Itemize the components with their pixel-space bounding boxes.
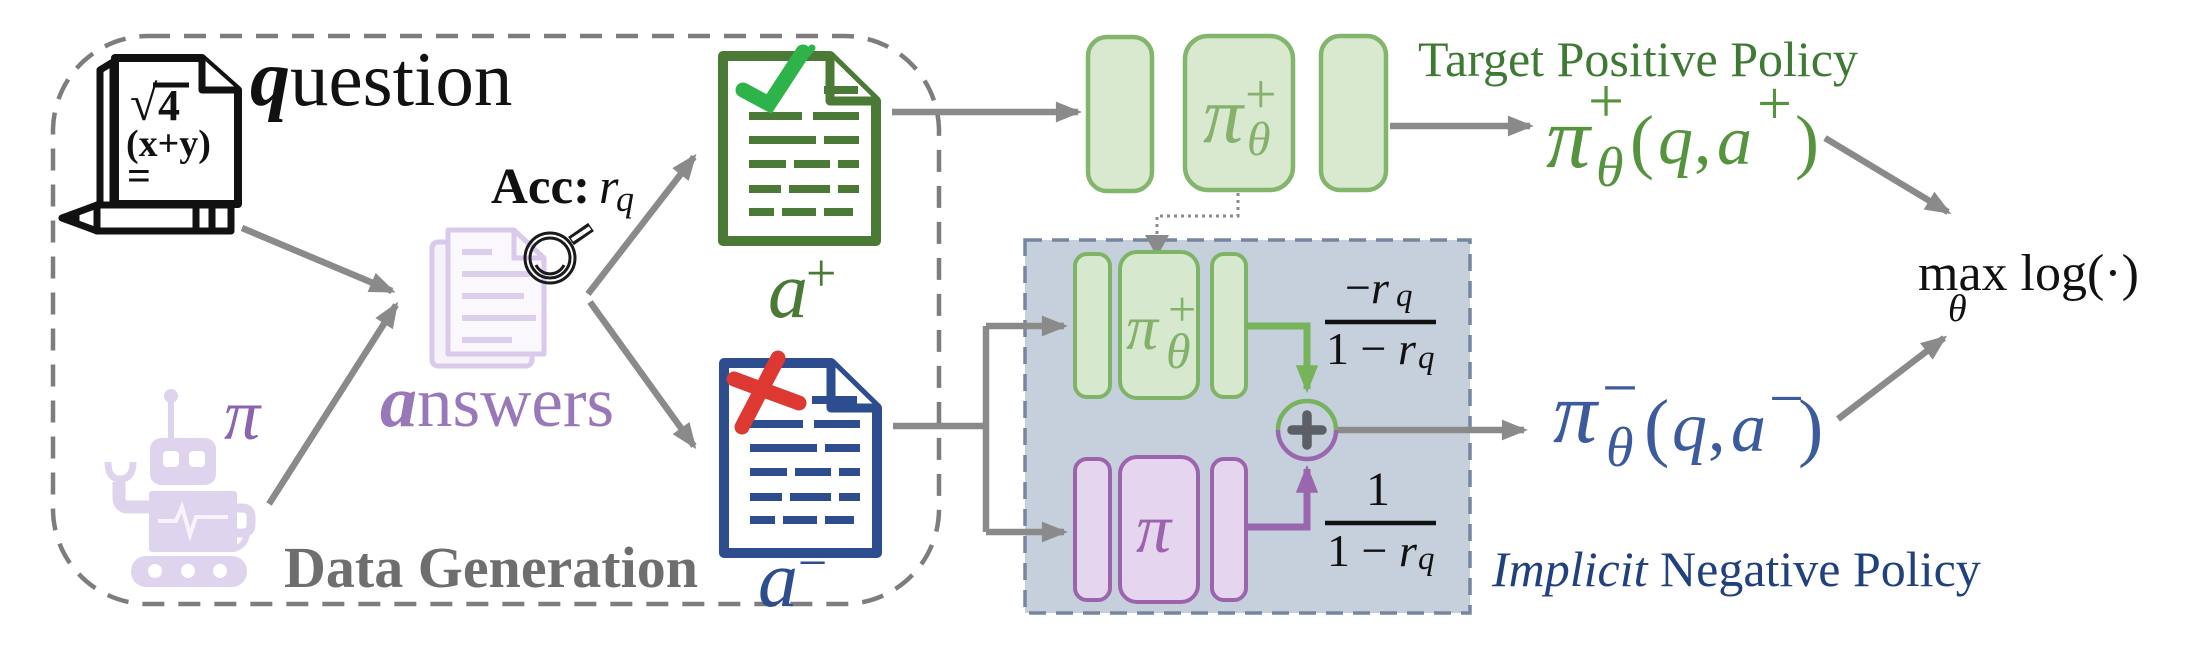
svg-text:θ: θ bbox=[1166, 323, 1191, 379]
svg-text:(: ( bbox=[1644, 385, 1669, 469]
svg-text:Data Generation: Data Generation bbox=[284, 535, 698, 600]
svg-text:−: − bbox=[1602, 352, 1638, 423]
svg-text:): ) bbox=[1795, 101, 1819, 181]
svg-text:π: π bbox=[1136, 491, 1173, 568]
svg-text:+: + bbox=[806, 243, 836, 303]
svg-text:(: ( bbox=[1630, 101, 1654, 181]
svg-text:1: 1 bbox=[1366, 463, 1390, 516]
svg-text:+: + bbox=[1757, 70, 1792, 138]
svg-text:θ: θ bbox=[1596, 137, 1624, 199]
svg-text:−r: −r bbox=[1345, 262, 1390, 313]
svg-text:π: π bbox=[1126, 292, 1160, 363]
svg-text:π: π bbox=[1546, 90, 1593, 187]
svg-text:Implicit Negative Policy: Implicit Negative Policy bbox=[1491, 541, 1981, 597]
svg-text:q: q bbox=[1672, 389, 1707, 466]
svg-text:q: q bbox=[616, 179, 634, 219]
svg-text:q: q bbox=[1658, 102, 1693, 179]
svg-text:Acc:: Acc: bbox=[491, 159, 590, 215]
svg-text:θ: θ bbox=[1948, 288, 1967, 330]
svg-text:,: , bbox=[1708, 389, 1726, 466]
svg-text:1 − r: 1 − r bbox=[1327, 525, 1418, 576]
svg-text:π: π bbox=[224, 375, 262, 455]
svg-text:question: question bbox=[250, 35, 512, 123]
svg-text:a: a bbox=[758, 536, 798, 624]
svg-text:Target Positive Policy: Target Positive Policy bbox=[1418, 31, 1858, 87]
svg-text:a: a bbox=[768, 247, 808, 335]
svg-text:−: − bbox=[798, 535, 827, 592]
svg-text:,: , bbox=[1694, 102, 1712, 179]
svg-text:=: = bbox=[127, 154, 151, 200]
svg-text:q: q bbox=[1418, 541, 1435, 577]
svg-text:θ: θ bbox=[1247, 113, 1271, 166]
svg-text:answers: answers bbox=[380, 361, 614, 443]
svg-text:π: π bbox=[1553, 365, 1600, 462]
svg-text:+: + bbox=[1168, 281, 1196, 337]
svg-text:θ: θ bbox=[1606, 417, 1634, 479]
svg-text:a: a bbox=[1731, 390, 1766, 467]
svg-text:1 − r: 1 − r bbox=[1326, 323, 1417, 374]
svg-text:−: − bbox=[1769, 365, 1804, 433]
svg-text:max log(·): max log(·) bbox=[1918, 245, 2139, 302]
svg-text:4: 4 bbox=[158, 81, 180, 130]
svg-text:π: π bbox=[1203, 72, 1245, 160]
svg-text:): ) bbox=[1798, 385, 1823, 469]
svg-text:q: q bbox=[1418, 340, 1435, 376]
svg-text:r: r bbox=[599, 158, 619, 214]
svg-text:+: + bbox=[1588, 65, 1624, 136]
svg-text:a: a bbox=[1717, 103, 1752, 180]
svg-text:(x+y): (x+y) bbox=[126, 123, 211, 165]
svg-text:q: q bbox=[1396, 278, 1413, 314]
svg-text:+: + bbox=[1245, 64, 1277, 126]
